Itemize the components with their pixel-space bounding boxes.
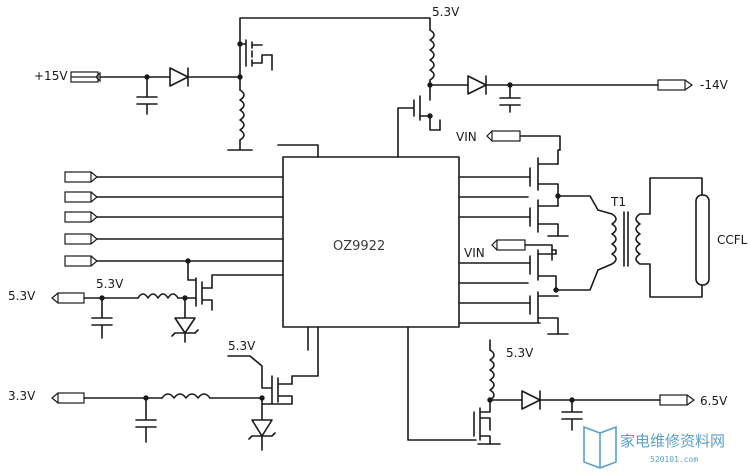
label-ccfl: CCFL	[717, 233, 748, 247]
label-top-5v3: 5.3V	[432, 5, 460, 19]
input-15v	[70, 71, 101, 83]
ic-label: OZ9922	[333, 239, 385, 254]
input-vin-mid	[491, 239, 526, 251]
watermark-url: 520101.com	[650, 455, 698, 464]
output-n14v	[657, 79, 694, 91]
label-vin-top: VIN	[456, 130, 477, 144]
label-6v5: 6.5V	[700, 394, 728, 408]
label-n14v: -14V	[700, 78, 729, 92]
label-15v: +15V	[34, 69, 68, 83]
watermark-text: 家电维修资料网	[620, 432, 725, 450]
label-vin-mid: VIN	[464, 246, 485, 260]
label-left-5v3: 5.3V	[8, 289, 36, 303]
output-6v5	[659, 394, 696, 406]
input-5v3-left	[51, 292, 85, 304]
ccfl-lamp	[695, 194, 710, 286]
watermark: 家电维修资料网 520101.com	[583, 425, 725, 469]
label-3v3: 3.3V	[8, 389, 36, 403]
input-3v3	[51, 392, 85, 404]
label-bottom-5v3: 5.3V	[506, 346, 534, 360]
ic-oz9922	[282, 156, 460, 328]
book-icon	[583, 425, 617, 469]
label-coil-5v3: 5.3V	[96, 277, 124, 291]
label-gate-5v3: 5.3V	[228, 339, 256, 353]
label-t1: T1	[610, 195, 626, 209]
input-vin-top	[486, 130, 521, 142]
input-connectors	[64, 171, 98, 267]
